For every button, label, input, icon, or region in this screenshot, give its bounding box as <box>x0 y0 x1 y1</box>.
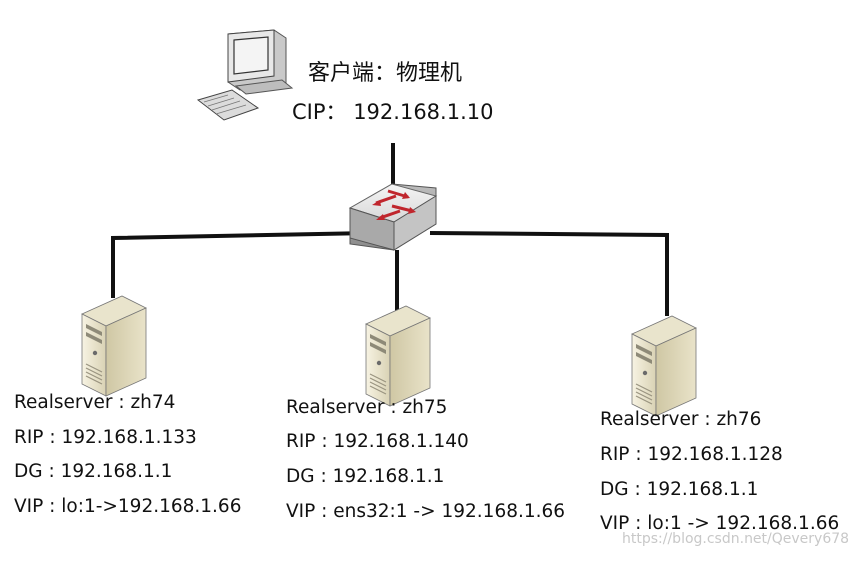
link-zh76 <box>429 231 669 316</box>
server-name: Realserver : zh76 <box>600 409 762 430</box>
server-rip: RIP : 192.168.1.140 <box>286 431 469 452</box>
tower-server-icon <box>631 315 697 417</box>
tower-server-icon <box>365 305 431 407</box>
client-title: 客户端：物理机 <box>308 61 463 86</box>
server-dg: DG : 192.168.1.1 <box>600 479 759 500</box>
server-vip: VIP : lo:1 -> 192.168.1.66 <box>600 513 840 534</box>
server-vip: VIP : ens32:1 -> 192.168.1.66 <box>286 501 566 522</box>
desktop-computer-icon <box>196 29 294 121</box>
watermark: https://blog.csdn.net/Qevery678 <box>622 531 850 547</box>
server-vip: VIP : lo:1->192.168.1.66 <box>14 496 242 517</box>
client-ip: CIP： 192.168.1.10 <box>292 100 494 124</box>
tower-server-icon <box>81 295 147 397</box>
server-rip: RIP : 192.168.1.133 <box>14 427 197 448</box>
server-name: Realserver : zh75 <box>286 397 448 418</box>
network-switch-icon <box>348 183 438 251</box>
connection-lines <box>111 143 669 318</box>
server-name: Realserver : zh74 <box>14 392 176 413</box>
server-dg: DG : 192.168.1.1 <box>14 461 173 482</box>
link-zh74 <box>111 231 371 298</box>
server-rip: RIP : 192.168.1.128 <box>600 444 783 465</box>
server-dg: DG : 192.168.1.1 <box>286 466 445 487</box>
